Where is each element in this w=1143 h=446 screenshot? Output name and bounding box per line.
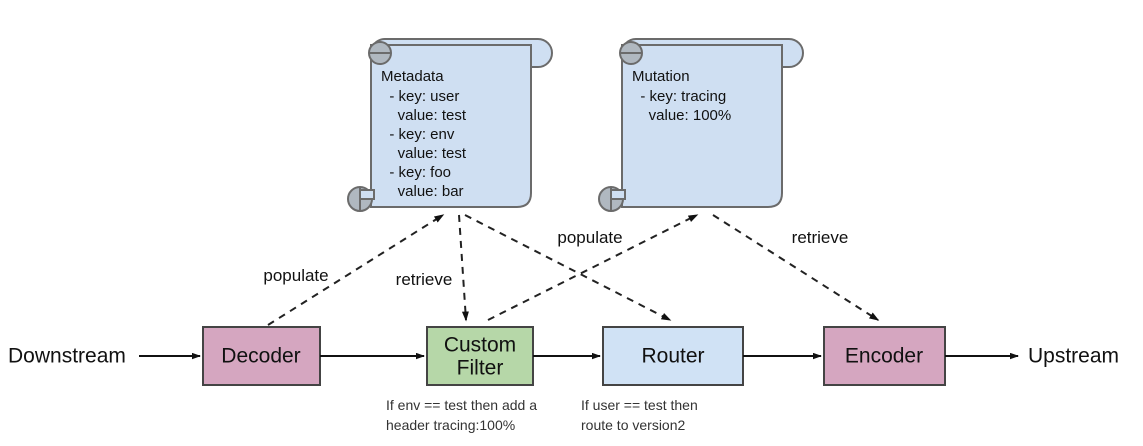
node-router[interactable]: Router xyxy=(602,326,744,386)
scroll-mutation-line-2: value: 100% xyxy=(632,107,731,124)
scroll-metadata-bottom-curl-tab xyxy=(359,189,375,200)
scroll-mutation-line-1: - key: tracing xyxy=(632,88,726,105)
edge-label-retrieve-encoder: retrieve xyxy=(792,228,849,247)
scroll-metadata-line-4: value: test xyxy=(381,145,467,162)
node-custom-filter-label-line2: Filter xyxy=(457,357,504,380)
node-custom-filter-rect[interactable] xyxy=(426,326,534,386)
node-custom-filter-label-line1: Custom xyxy=(444,334,516,357)
edge-mutation-to-encoder xyxy=(712,214,880,321)
node-decoder-label: Decoder xyxy=(221,345,300,368)
scroll-mutation-line-0: Mutation xyxy=(632,68,690,85)
scroll-metadata-line-5: - key: foo xyxy=(381,164,451,181)
node-router-label: Router xyxy=(641,345,704,368)
label-upstream: Upstream xyxy=(1028,345,1119,368)
node-custom-filter[interactable]: Custom Filter xyxy=(426,326,534,386)
scroll-metadata: Metadata - key: user value: test - key: … xyxy=(347,38,553,212)
node-encoder-label: Encoder xyxy=(845,345,923,368)
caption-router-line1: If user == test then xyxy=(581,397,698,413)
edge-label-populate-metadata: populate xyxy=(263,266,328,285)
caption-custom-filter-line1: If env == test then add a xyxy=(386,397,537,413)
edge-label-populate-mutation: populate xyxy=(557,228,622,247)
scroll-metadata-line-3: - key: env xyxy=(381,126,455,143)
caption-custom-filter-line2: header tracing:100% xyxy=(386,417,515,433)
edge-decoder-to-metadata xyxy=(267,214,445,326)
edge-metadata-to-custom-filter xyxy=(458,214,469,322)
scroll-metadata-line-0: Metadata xyxy=(381,68,444,85)
scroll-mutation: Mutation - key: tracing value: 100% xyxy=(598,38,804,212)
caption-router-line2: route to version2 xyxy=(581,417,685,433)
scroll-metadata-line-6: value: bar xyxy=(381,183,464,200)
node-encoder[interactable]: Encoder xyxy=(823,326,946,386)
edge-label-retrieve-custom-filter: retrieve xyxy=(396,270,453,289)
label-downstream: Downstream xyxy=(8,345,126,368)
node-encoder-rect[interactable] xyxy=(823,326,946,386)
scroll-metadata-line-2: value: test xyxy=(381,107,467,124)
scroll-metadata-line-1: - key: user xyxy=(381,88,459,105)
node-decoder-rect[interactable] xyxy=(202,326,321,386)
scroll-mutation-body xyxy=(621,44,783,208)
scroll-mutation-bottom-curl-tab xyxy=(610,189,626,200)
scroll-metadata-body xyxy=(370,44,532,208)
node-decoder[interactable]: Decoder xyxy=(202,326,321,386)
